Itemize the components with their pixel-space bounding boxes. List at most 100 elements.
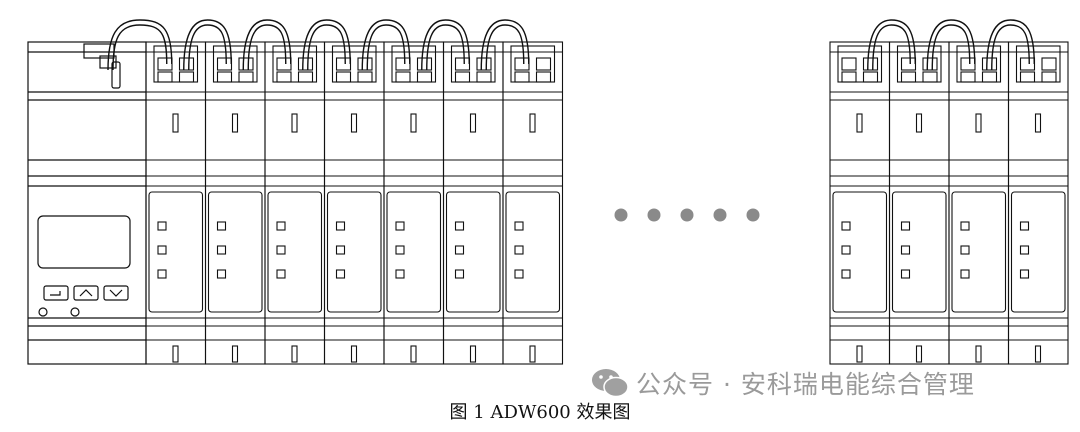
terminal-block <box>391 45 437 83</box>
indicator-light <box>157 221 167 231</box>
cable <box>361 19 411 71</box>
clip-slot <box>915 345 923 363</box>
indicator-light <box>1019 245 1030 255</box>
lcd-screen <box>37 215 131 269</box>
indicator-light <box>960 269 970 279</box>
expansion-module <box>948 41 1010 365</box>
terminal-block <box>1015 45 1061 83</box>
expansion-module <box>888 41 950 365</box>
indicator-light <box>960 245 970 255</box>
right-module-group <box>829 41 1069 365</box>
terminal-screw <box>297 57 314 71</box>
terminal-screw <box>900 57 917 71</box>
indicator-light <box>216 245 227 255</box>
clip-slot <box>469 345 477 363</box>
indicator-light <box>960 221 970 231</box>
terminal-block <box>956 45 1002 83</box>
terminal-screw <box>535 71 552 83</box>
indicator-light <box>395 269 405 279</box>
watermark: 公众号 · 安科瑞电能综合管理 <box>590 366 975 400</box>
indicator-light <box>1019 221 1030 231</box>
main-unit-buttons <box>43 285 129 301</box>
indicator-light <box>841 245 851 255</box>
ellipsis-dot <box>614 208 628 222</box>
terminal-block <box>896 45 942 83</box>
indicator-light <box>276 245 286 255</box>
indicator-light <box>841 269 851 279</box>
terminal-screw <box>922 57 938 71</box>
indicator-light <box>216 269 227 279</box>
expansion-module <box>204 41 266 365</box>
indicator-light <box>157 245 167 255</box>
clip-slot <box>410 113 417 133</box>
terminal-screw <box>1019 71 1036 83</box>
terminal-screw <box>454 57 471 71</box>
status-led <box>38 307 48 317</box>
terminal-screw <box>514 71 530 83</box>
cable <box>307 24 346 71</box>
terminal-block <box>450 45 496 83</box>
module-body <box>383 41 445 365</box>
cable <box>247 24 287 71</box>
cable <box>867 19 916 71</box>
terminal-screw <box>238 57 254 71</box>
watermark-text: 公众号 · 安科瑞电能综合管理 <box>636 370 975 399</box>
front-panel <box>445 191 501 313</box>
clip-slot <box>469 113 477 133</box>
front-panel <box>505 191 561 313</box>
terminal-screw <box>981 71 998 83</box>
cable <box>480 19 530 71</box>
terminal-screw <box>276 57 292 71</box>
clip-slot <box>350 345 358 363</box>
terminal-block <box>331 45 377 83</box>
clip-slot <box>856 113 863 133</box>
terminal-screw <box>216 71 233 83</box>
clip-slot <box>975 113 982 133</box>
indicator-light <box>1019 269 1030 279</box>
terminal-block <box>212 45 258 83</box>
clip-slot <box>529 345 536 363</box>
terminal-block <box>510 45 556 83</box>
front-panel <box>1010 191 1066 313</box>
module-body <box>888 41 950 365</box>
status-led <box>70 307 80 317</box>
terminal-screw <box>1041 57 1057 71</box>
clip-slot <box>172 113 179 133</box>
module-body <box>442 41 504 365</box>
indicator-light <box>276 221 286 231</box>
front-panel <box>267 191 323 313</box>
clip-slot <box>1034 113 1042 133</box>
cable <box>366 24 406 71</box>
indicator-light <box>395 221 405 231</box>
indicator-light <box>900 221 911 231</box>
terminal-block <box>837 45 883 83</box>
terminal-screw <box>416 57 433 71</box>
expansion-module <box>323 41 385 365</box>
indicator-light <box>454 221 465 231</box>
cable <box>931 24 971 71</box>
module-body <box>204 41 266 365</box>
module-body <box>145 41 207 365</box>
clip-slot <box>856 345 863 363</box>
expansion-module <box>1007 41 1069 365</box>
cable <box>991 24 1030 71</box>
terminal-screw <box>178 71 195 83</box>
module-body <box>264 41 326 365</box>
terminal-screw <box>1019 57 1036 71</box>
terminal-screw <box>960 57 976 71</box>
terminal-screw <box>216 57 233 71</box>
terminal-screw <box>862 57 879 71</box>
terminal-block <box>153 45 199 83</box>
terminal-screw <box>276 71 292 83</box>
front-panel <box>891 191 947 313</box>
terminal-screw <box>238 71 254 83</box>
ellipsis-dot <box>680 208 694 222</box>
terminal-screw <box>335 71 352 83</box>
terminal-screw <box>178 57 195 71</box>
terminal-screw <box>900 71 917 83</box>
ellipsis-dot <box>713 208 727 222</box>
ellipsis-dot <box>647 208 661 222</box>
terminal-screw <box>297 71 314 83</box>
terminal-screw <box>335 57 352 71</box>
